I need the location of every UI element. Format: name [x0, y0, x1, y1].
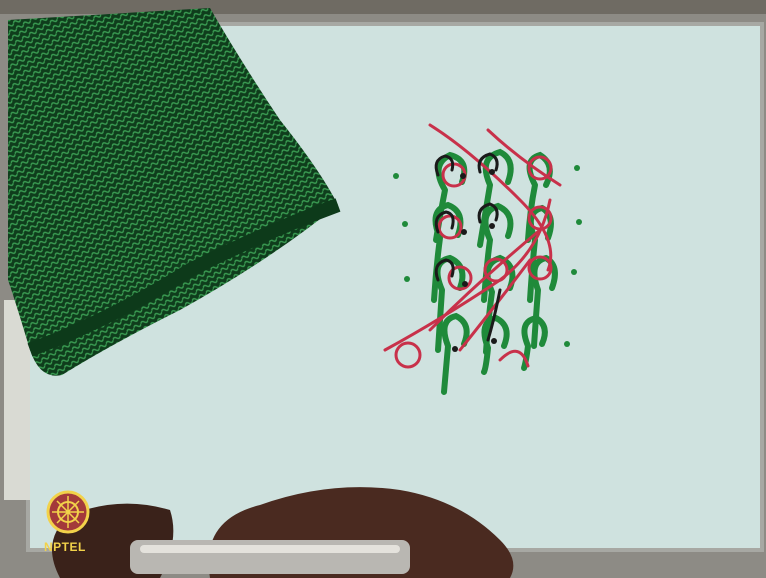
black-dot — [489, 169, 495, 175]
black-motif — [477, 202, 499, 224]
red-line — [486, 128, 562, 187]
black-marks — [434, 152, 502, 342]
black-motif — [477, 152, 499, 174]
wall-top — [0, 0, 766, 14]
lattice-dot — [574, 165, 580, 171]
lattice-dot — [576, 219, 582, 225]
mesh-fabric-edge — [27, 198, 341, 357]
black-dot — [452, 346, 458, 352]
black-motif — [434, 154, 455, 177]
lattice-dots — [393, 165, 582, 347]
black-dot — [460, 173, 466, 179]
red-loop — [447, 265, 473, 291]
black-motif — [486, 288, 502, 342]
green-motif — [481, 314, 510, 375]
lattice-dot — [402, 221, 408, 227]
nptel-logo-text: NPTEL — [44, 540, 86, 554]
mesh-fabric — [8, 8, 338, 376]
green-motif — [441, 312, 470, 395]
black-dot — [462, 281, 468, 287]
red-loop — [527, 205, 553, 231]
red-loop — [483, 257, 509, 283]
black-dot — [461, 229, 467, 235]
black-motif — [434, 258, 455, 282]
nptel-logo-icon — [46, 490, 90, 534]
lattice-dot — [404, 276, 410, 282]
black-motif — [434, 210, 455, 234]
red-loop — [527, 255, 553, 281]
red-line — [498, 349, 530, 368]
red-loop — [394, 341, 422, 369]
black-dot — [491, 338, 497, 344]
black-dots — [452, 169, 497, 352]
lattice-dot — [564, 341, 570, 347]
red-line — [428, 123, 553, 272]
lattice-dot — [393, 173, 399, 179]
red-line — [428, 228, 542, 332]
red-loop — [527, 155, 553, 181]
red-loop — [437, 214, 463, 240]
lattice-dot — [571, 269, 577, 275]
black-dot — [489, 223, 495, 229]
pen-highlight — [140, 545, 400, 553]
